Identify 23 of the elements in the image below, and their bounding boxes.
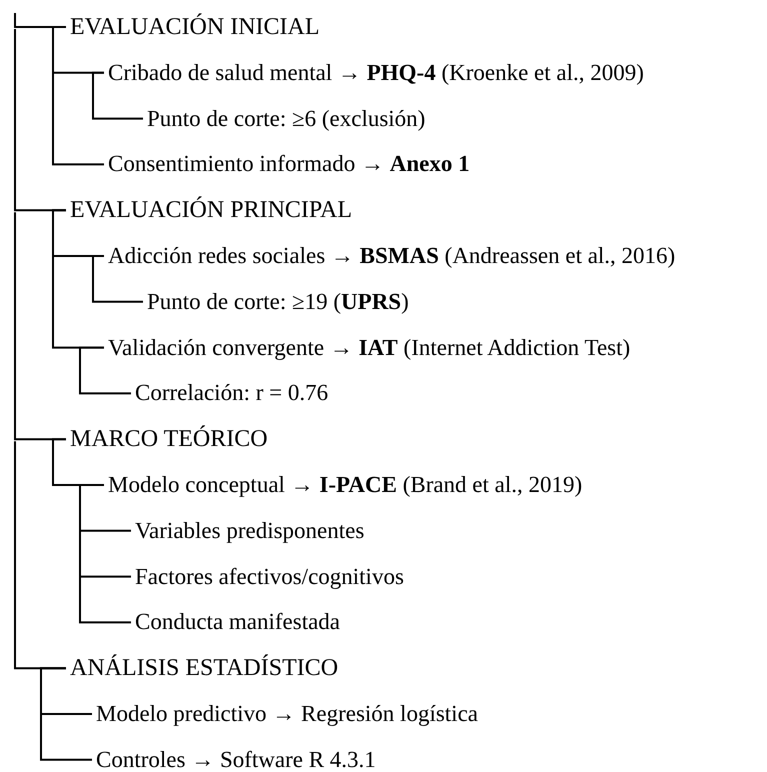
tree-item-text: Factores afectivos/cognitivos: [131, 562, 404, 592]
tree-item-text: Correlación: r = 0.76: [131, 378, 328, 408]
tree-item-text: MARCO TEÓRICO: [66, 424, 268, 454]
tree-item-text: Controles → Software R 4.3.1: [92, 744, 376, 772]
tree-item-text: ANÁLISIS ESTADÍSTICO: [66, 653, 338, 684]
tree-item-text: Punto de corte: ≥6 (exclusión): [143, 104, 426, 134]
tree-item-text: Punto de corte: ≥19 (UPRS): [143, 286, 409, 317]
tree-item-text: Modelo predictivo → Regresión logística: [92, 699, 478, 729]
tree-item-text: EVALUACIÓN INICIAL: [66, 12, 320, 42]
tree-connector-line: [40, 667, 92, 761]
tree-connector-line: [92, 72, 143, 120]
tree-item-text: Conducta manifestada: [131, 607, 340, 638]
tree-item-text: Validación convergente → IAT (Internet Addiction Test): [104, 332, 630, 363]
tree-connector-line: [79, 346, 131, 394]
tree-item-text: Cribado de salud mental → PHQ-4 (Kroenke et al., 2009): [104, 58, 644, 88]
tree-connector-line: [52, 26, 104, 166]
tree-connector-line: [92, 255, 143, 303]
tree-connector-line: [79, 484, 131, 624]
tree-item-text: Consentimiento informado → Anexo 1: [104, 149, 470, 180]
tree-item-text: Adicción redes sociales → BSMAS (Andreassen et al., 2016): [104, 241, 676, 271]
tree-item-text: EVALUACIÓN PRINCIPAL: [66, 195, 352, 226]
tree-item-text: Modelo conceptual → I-PACE (Brand et al., 2019): [104, 470, 582, 500]
tree-item-text: Variables predisponentes: [131, 516, 364, 546]
